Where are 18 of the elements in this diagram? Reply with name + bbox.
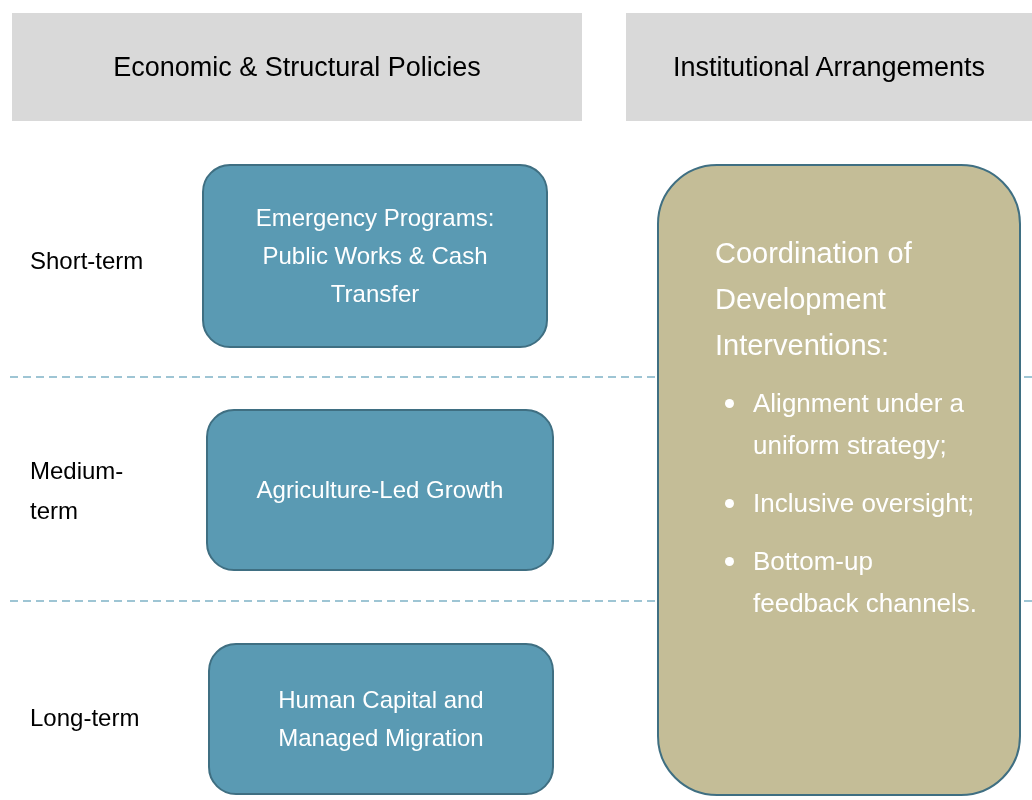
- timeframe-label: Long-term: [30, 703, 141, 733]
- policy-box: [208, 643, 554, 795]
- coordination-box: [657, 164, 1021, 796]
- column-header: [12, 13, 582, 121]
- timeframe-label: Short-term: [30, 246, 145, 276]
- bullet-item: Inclusive oversight;: [753, 487, 976, 520]
- box-text: Agriculture-Led Growth: [256, 475, 504, 505]
- box-text: Emergency Programs: Public Works & Cash Transfer: [254, 203, 496, 309]
- column-header: [626, 13, 1032, 121]
- box-text: Human Capital and Managed Migration: [277, 685, 485, 753]
- header-text: Economic & Structural Policies: [113, 51, 481, 83]
- bullet-item: Alignment under a uniform strategy;: [753, 387, 966, 462]
- policy-box: [206, 409, 554, 571]
- timeframe-label: Medium-term: [30, 456, 125, 526]
- header-text: Institutional Arrangements: [672, 51, 986, 83]
- box-heading: Coordination of Development Interventions:: [715, 236, 913, 363]
- policy-box: [202, 164, 548, 348]
- bullet-item: Bottom-up feedback channels.: [753, 545, 978, 620]
